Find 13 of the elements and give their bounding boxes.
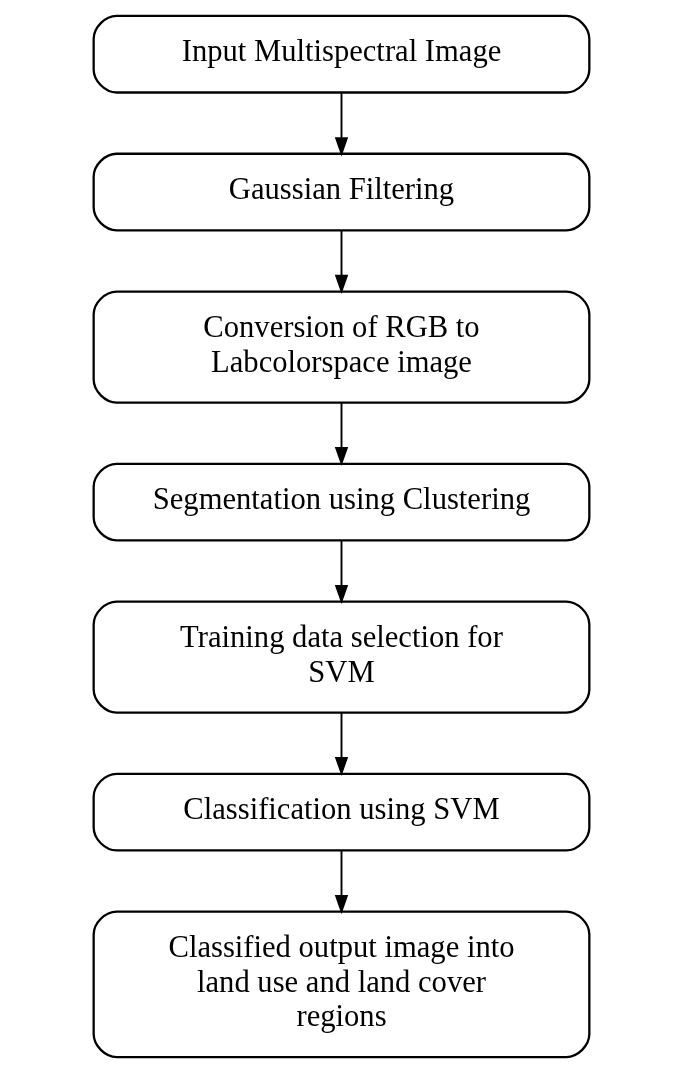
node-box: Conversion of RGB to Labcolorspace image bbox=[92, 290, 591, 404]
arrow bbox=[334, 91, 349, 157]
node-box: Gaussian Filtering bbox=[92, 152, 591, 232]
arrow bbox=[334, 401, 349, 467]
node-box: Segmentation using Clustering bbox=[92, 462, 591, 542]
arrow bbox=[334, 711, 349, 777]
node-box: Training data selection for SVM bbox=[92, 600, 591, 714]
node-box: Classified output image into land use and land cover regions bbox=[92, 910, 591, 1059]
arrow bbox=[334, 229, 349, 294]
node-box: Classification using SVM bbox=[92, 772, 591, 852]
node-box: Input Multispectral Image bbox=[92, 14, 591, 94]
arrow bbox=[334, 539, 349, 605]
arrow bbox=[334, 849, 349, 915]
